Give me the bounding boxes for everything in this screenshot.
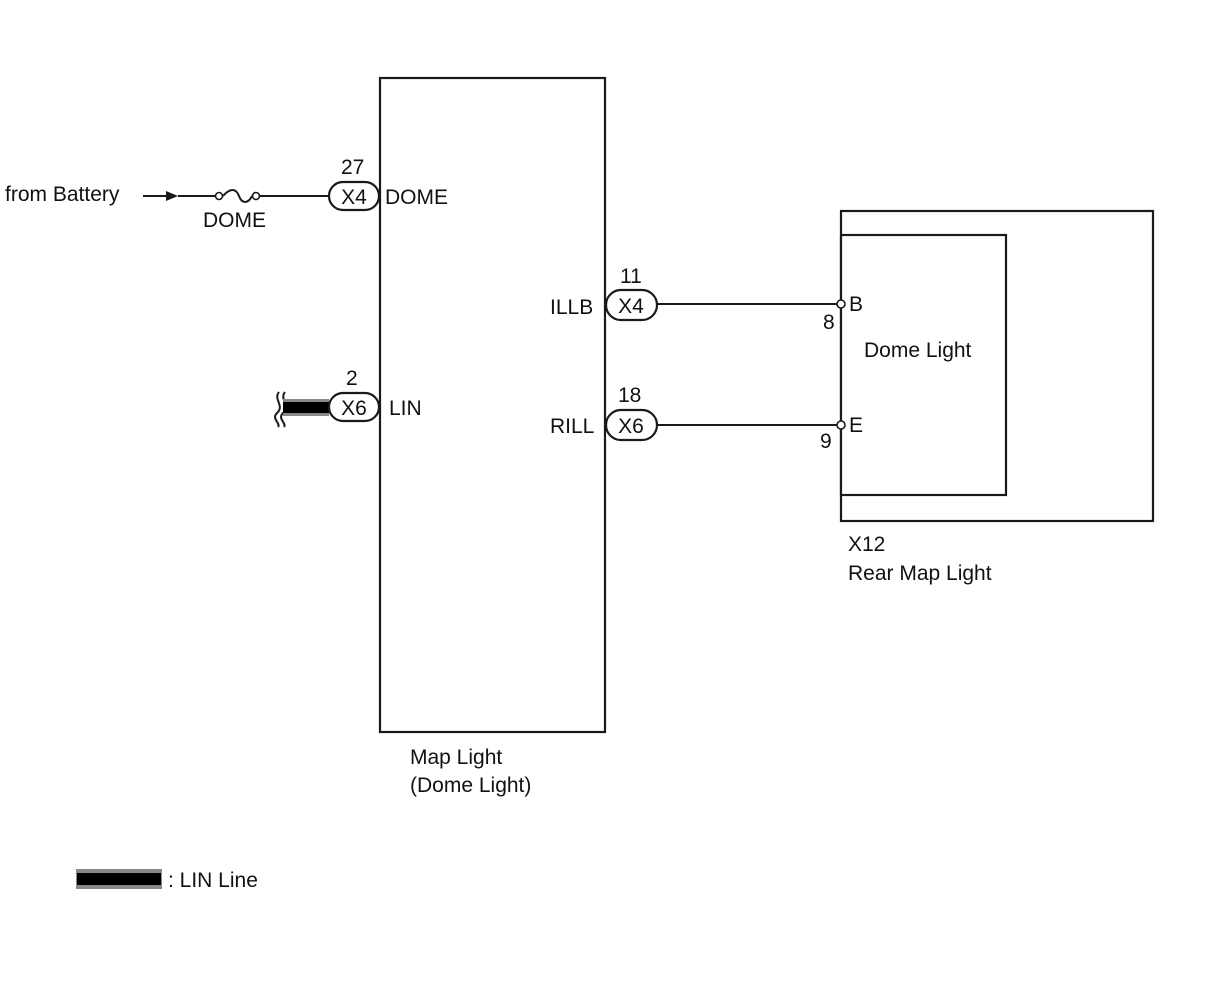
terminal-e-pin-number: 9: [820, 430, 832, 453]
terminal-e-label: E: [849, 414, 863, 437]
map-light-box: [378, 76, 607, 734]
lin-wire: [283, 399, 329, 416]
dome-light-inner-box: [839, 233, 1008, 497]
legend-lin-line-swatch: [76, 869, 162, 889]
legend-lin-line-label: : LIN Line: [168, 869, 258, 892]
terminal-b-pin-number: 8: [823, 311, 835, 334]
illb-connector-label: X4: [618, 295, 644, 318]
fuse-icon: [214, 189, 261, 203]
rill-connector-label: X6: [618, 415, 644, 438]
map-light-name-line1: Map Light: [410, 746, 502, 769]
rear-map-light-name: Rear Map Light: [848, 562, 992, 585]
rear-map-light-connector-label: X12: [848, 533, 885, 556]
lin-connector-oval: [327, 391, 381, 423]
lin-connector-label: X6: [341, 397, 367, 420]
terminal-e-point: [836, 420, 846, 430]
map-light-name-line2: (Dome Light): [410, 774, 531, 797]
dome-terminal-label: DOME: [385, 186, 448, 209]
rill-pin-number: 18: [618, 384, 641, 407]
dome-light-inner-label: Dome Light: [864, 339, 972, 362]
lin-terminal-label: LIN: [389, 397, 422, 420]
illb-pin-number: 11: [620, 265, 642, 288]
terminal-b-point: [836, 299, 846, 309]
battery-arrow-icon: [143, 191, 178, 201]
from-battery-label: from Battery: [5, 183, 120, 206]
dome-pin-number: 27: [341, 156, 364, 179]
lin-pin-number: 2: [346, 367, 358, 390]
illb-terminal-label: ILLB: [550, 296, 593, 319]
dome-connector-oval: [327, 180, 381, 212]
fuse-label: DOME: [203, 209, 266, 232]
terminal-b-label: B: [849, 293, 863, 316]
rill-terminal-label: RILL: [550, 415, 594, 438]
dome-connector-label: X4: [341, 186, 367, 209]
